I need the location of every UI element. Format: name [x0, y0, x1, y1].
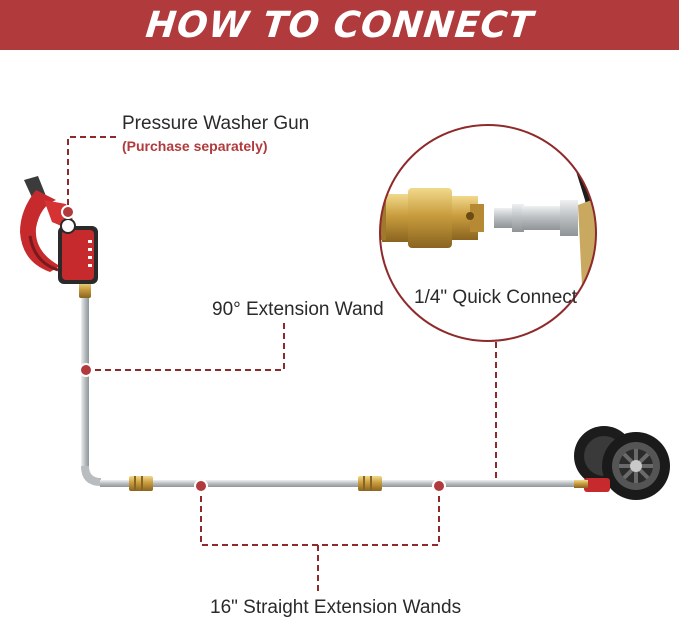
straight-wand: [100, 480, 588, 487]
dot-wand-90: [79, 363, 93, 377]
gun-fitting: [79, 282, 91, 298]
straight-wands-label: 16" Straight Extension Wands: [210, 597, 462, 618]
spray-gun-icon: [20, 176, 98, 284]
wand-90-label: 90° Extension Wand: [212, 299, 384, 320]
gun-note-label: (Purchase separately): [122, 138, 268, 154]
quick-connect-label: 1/4" Quick Connect: [414, 287, 578, 308]
quick-connect-coupler-icon: [380, 125, 596, 341]
dot-straight-wand-1: [194, 479, 208, 493]
quick-connect-zoom: [379, 124, 597, 342]
brass-fitting-2: [358, 476, 382, 491]
gun-leader-line: [67, 136, 116, 212]
brass-fitting-1: [129, 476, 153, 491]
wand-90-vertical: [81, 293, 89, 468]
wheel-icon: [574, 426, 670, 500]
dot-straight-wand-2: [432, 479, 446, 493]
gun-label: Pressure Washer Gun: [122, 113, 310, 134]
dot-gun: [61, 205, 75, 219]
straight-wands-leader-line: [200, 486, 440, 546]
wand-90-leader-line: [86, 323, 285, 371]
wand-90-bend: [81, 466, 101, 486]
wand-assembly: [79, 282, 588, 491]
header-banner: HOW TO CONNECT: [0, 0, 679, 50]
